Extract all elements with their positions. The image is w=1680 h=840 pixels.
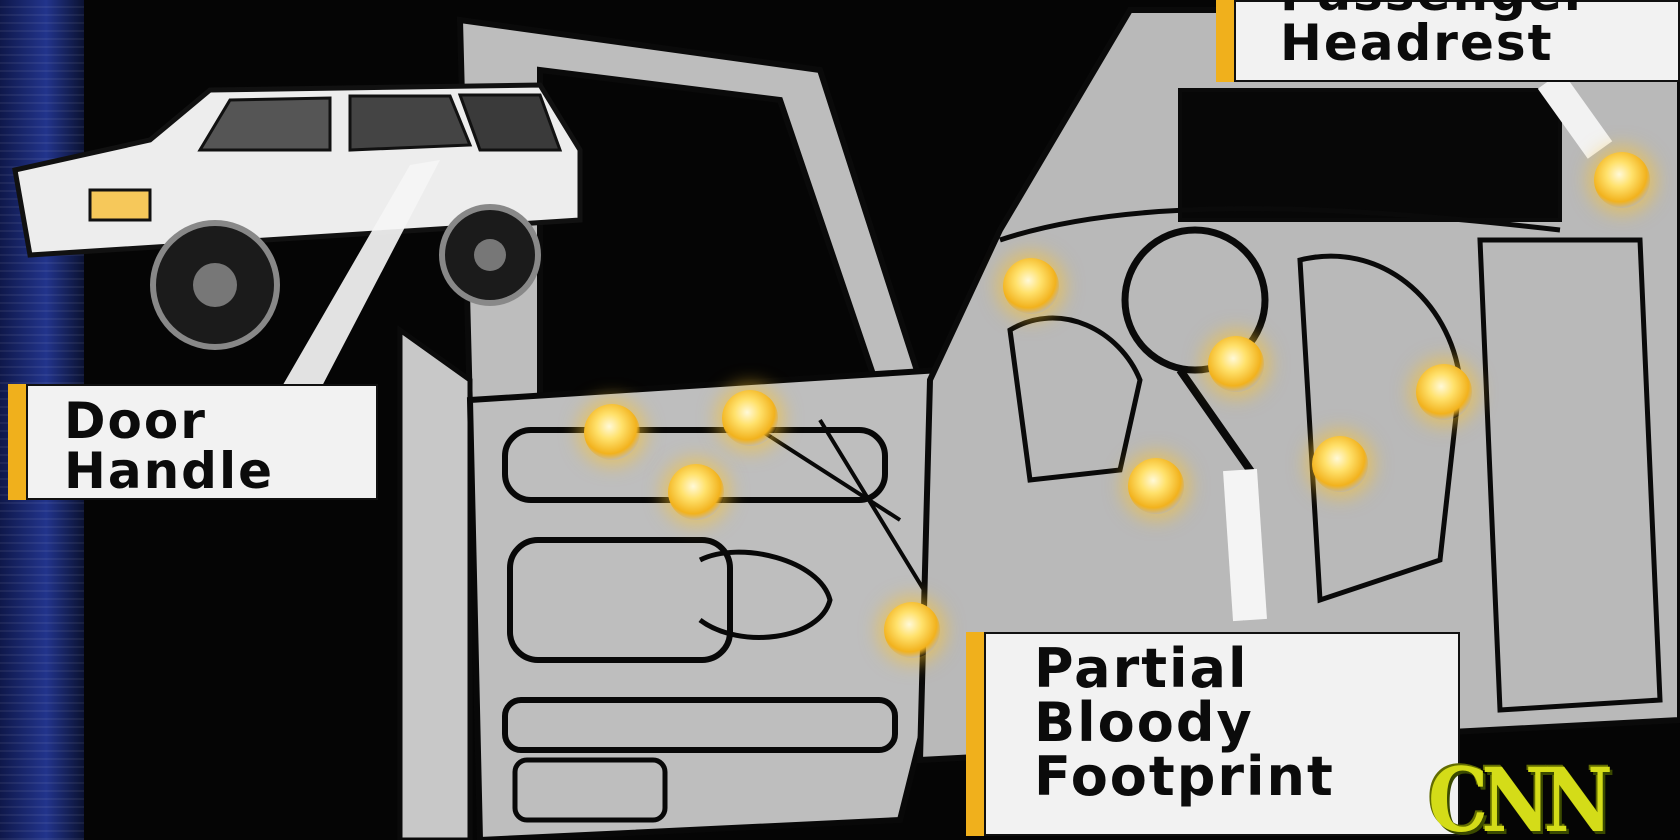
glowing-dot-icon <box>668 464 724 520</box>
glowing-dot-icon <box>1594 152 1650 208</box>
footprint-line1: Partial <box>1034 637 1249 700</box>
footprint-callout: Partial Bloody Footprint <box>966 632 1460 836</box>
door-handle-callout: Door Handle <box>8 384 378 500</box>
door-handle-line1: Door <box>64 392 207 450</box>
glowing-dot-icon <box>1312 436 1368 492</box>
door-handle-line2: Handle <box>64 442 275 500</box>
glowing-dot-icon <box>584 404 640 460</box>
glowing-dot-icon <box>722 390 778 446</box>
glowing-dot-icon <box>884 602 940 658</box>
footprint-line3: Footprint <box>1034 745 1335 808</box>
headrest-callout: Passenger Headrest <box>1216 0 1680 82</box>
headrest-line1: Passenger <box>1280 0 1680 18</box>
cnn-logo: CNN <box>1428 760 1613 840</box>
glowing-dot-icon <box>1003 258 1059 314</box>
glowing-dot-icon <box>1208 336 1264 392</box>
glowing-dot-icon <box>1128 458 1184 514</box>
door-frame <box>397 16 924 840</box>
door-panel <box>466 366 944 840</box>
suv-icon <box>12 82 583 390</box>
glowing-dot-icon <box>1416 364 1472 420</box>
cabin-interior <box>916 7 1680 764</box>
headrest-line2: Headrest <box>1280 14 1554 72</box>
footprint-line2: Bloody <box>1034 691 1254 754</box>
